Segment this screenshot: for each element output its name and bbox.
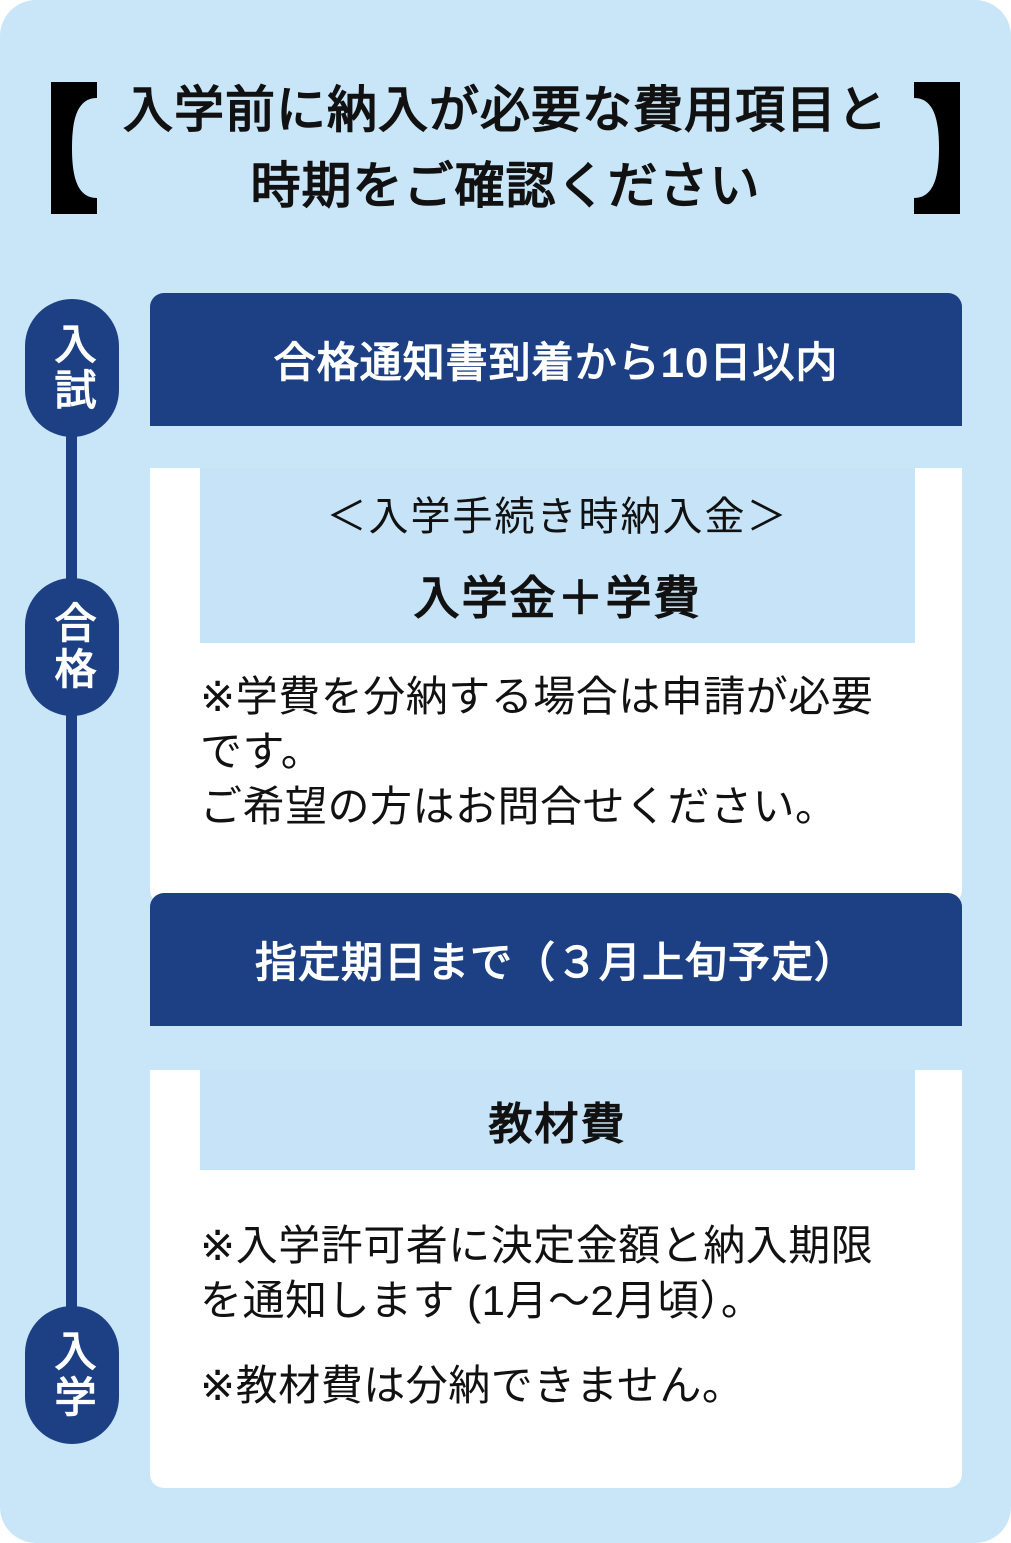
card-teaching-material-fee: 指定期日まで（３月上旬予定） 教材費 ※入学許可者に決定金額と納入期限を通知しま… — [150, 893, 962, 1488]
page-title: 入学前に納入が必要な費用項目と 時期をご確認ください — [0, 72, 1011, 224]
card-1-note-1: ※学費を分納する場合は申請が必要です。 — [200, 673, 874, 775]
card-2-header-label: 指定期日まで（３月上旬予定） — [254, 939, 857, 986]
timeline-node-enroll: 入学 — [25, 1306, 119, 1444]
title-line-2: 時期をご確認ください — [250, 158, 761, 214]
page-title-text: 入学前に納入が必要な費用項目と 時期をご確認ください — [123, 72, 888, 224]
title-line-1: 入学前に納入が必要な費用項目と — [123, 82, 888, 138]
left-bracket-icon — [51, 82, 97, 214]
card-2-highlight-title: 教材費 — [488, 1100, 627, 1149]
card-2-highlight-box: 教材費 — [200, 1070, 915, 1170]
timeline-node-enroll-label: 入学 — [49, 1329, 96, 1421]
card-1-note-2: ご希望の方はお問合せください。 — [200, 783, 838, 830]
timeline-node-exam-label: 入試 — [49, 322, 96, 414]
card-1-body: ＜入学手続き時納入金＞ 入学金＋学費 ※学費を分納する場合は申請が必要です。 ご… — [150, 468, 962, 904]
card-1-highlight-subtitle: ＜入学手続き時納入金＞ — [326, 494, 789, 539]
right-bracket-icon — [914, 82, 960, 214]
card-enrollment-procedure-payment: 合格通知書到着から10日以内 ＜入学手続き時納入金＞ 入学金＋学費 ※学費を分納… — [150, 293, 962, 904]
card-2-note-2: ※教材費は分納できません。 — [200, 1362, 745, 1409]
card-1-highlight-box: ＜入学手続き時納入金＞ 入学金＋学費 — [200, 468, 915, 643]
card-2-note-1: ※入学許可者に決定金額と納入期限を通知します (1月～2月頃）。 — [200, 1222, 874, 1324]
timeline-node-pass: 合格 — [25, 578, 119, 716]
timeline-node-exam: 入試 — [25, 299, 119, 437]
card-1-header-label: 合格通知書到着から10日以内 — [273, 339, 839, 386]
timeline-connector — [66, 364, 77, 1378]
timeline-node-pass-label: 合格 — [49, 601, 96, 693]
card-1-highlight-title: 入学金＋学費 — [413, 571, 702, 624]
card-2-body: 教材費 ※入学許可者に決定金額と納入期限を通知します (1月～2月頃）。 ※教材… — [150, 1070, 962, 1488]
card-2-header: 指定期日まで（３月上旬予定） — [150, 893, 962, 1026]
card-1-header: 合格通知書到着から10日以内 — [150, 293, 962, 426]
